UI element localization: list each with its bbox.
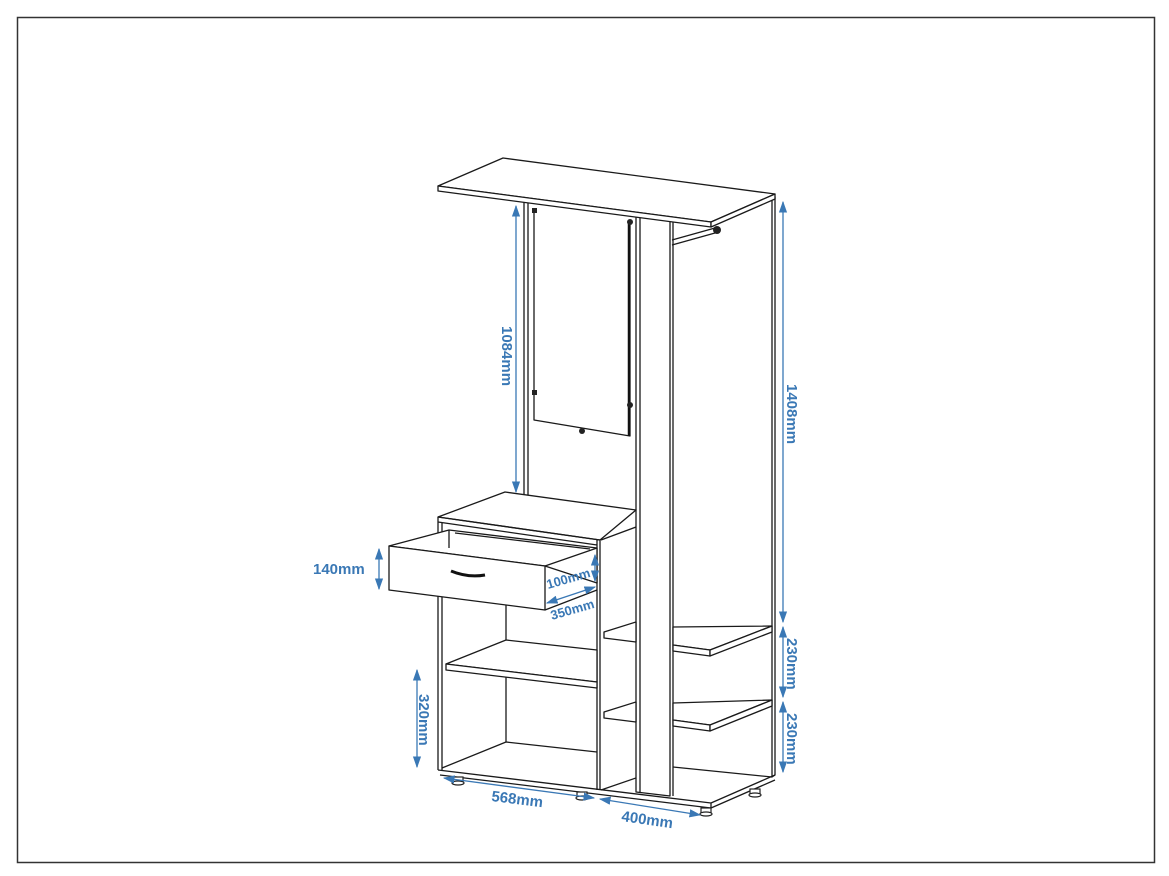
dim-lower-compartment-height: 320mm: [415, 694, 432, 746]
drawer-handle: [450, 569, 486, 578]
dim-upper-shelf-spacing: 230mm: [783, 638, 800, 690]
wardrobe-outline: [388, 157, 776, 817]
dim-drawer-height: 140mm: [313, 561, 365, 578]
dim-lower-shelf-spacing: 230mm: [783, 713, 800, 765]
dim-cabinet-width: 568mm: [491, 788, 544, 811]
drawer: [388, 529, 598, 611]
drawing-frame: [16, 16, 1156, 864]
dim-shelf-width: 400mm: [620, 808, 674, 832]
dimension-labels: 1084mm 1408mm 230mm 230mm 140mm 320mm 56…: [313, 326, 800, 832]
dim-mirror-height: 1084mm: [498, 326, 515, 386]
dim-total-height: 1408mm: [783, 384, 800, 444]
dimension-lines: [374, 200, 788, 818]
